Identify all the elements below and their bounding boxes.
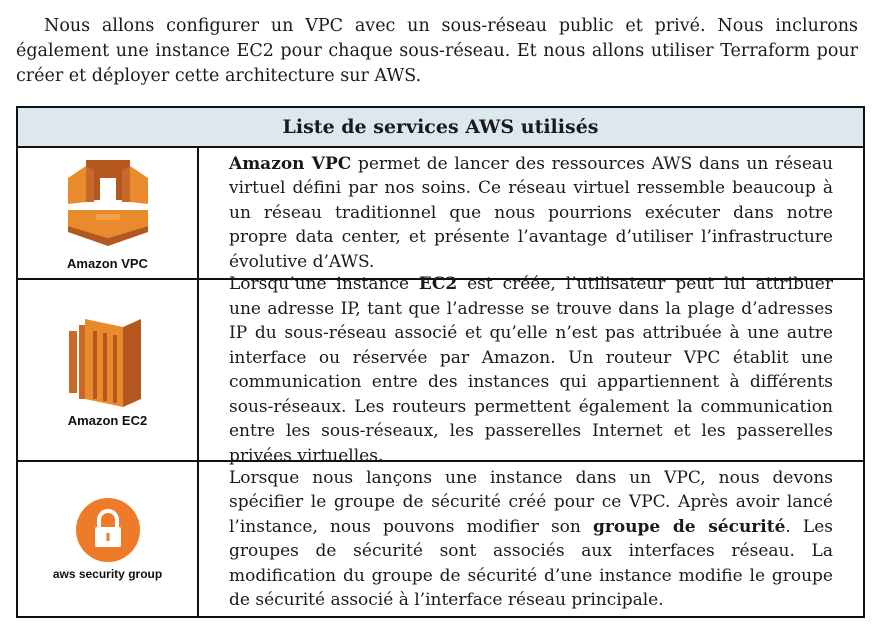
table-row-ec2-icon-cell: Amazon EC2 <box>18 280 199 462</box>
ec2-bold-term: EC2 <box>418 274 458 294</box>
sg-desc-before: Lorsque nous lançons une instance dans u… <box>229 467 833 537</box>
table-row-sg-icon-cell: aws security group <box>18 462 199 616</box>
table-row-vpc-desc-cell: Amazon VPC permet de lancer des ressourc… <box>199 148 863 280</box>
table-row-vpc-icon-cell: Amazon VPC <box>18 148 199 280</box>
ec2-desc-after: est créée, l’utilisateur peut lui attrib… <box>229 274 833 466</box>
icon-label-vpc: Amazon VPC <box>67 255 148 271</box>
table-row-ec2-desc-cell: Lorsqu’une instance EC2 est créée, l’uti… <box>199 274 863 466</box>
lock-icon <box>75 498 140 562</box>
amazon-ec2-icon <box>68 318 141 407</box>
vpc-bold-term: Amazon VPC <box>229 153 352 174</box>
icon-label-security-group: aws security group <box>52 567 163 581</box>
intro-paragraph: Nous allons configurer un VPC avec un so… <box>16 16 858 86</box>
sg-bold-term: groupe de sécurité <box>593 516 786 537</box>
icon-label-ec2: Amazon EC2 <box>67 412 148 428</box>
sg-desc-after: . Les groupes de sécurité sont associés … <box>229 516 834 611</box>
ec2-description: Lorsqu’une instance EC2 est créée, l’uti… <box>229 272 833 468</box>
aws-services-table: Liste de services AWS utilisés Amazon VP… <box>16 106 865 618</box>
vpc-description: Amazon VPC permet de lancer des ressourc… <box>229 152 833 275</box>
amazon-vpc-icon <box>67 159 148 246</box>
vpc-desc-text: permet de lancer des ressources AWS dans… <box>229 153 834 272</box>
sg-description: Lorsque nous lançons une instance dans u… <box>229 466 833 613</box>
table-header: Liste de services AWS utilisés <box>18 108 863 148</box>
table-row-sg-desc-cell: Lorsque nous lançons une instance dans u… <box>199 462 863 616</box>
ec2-desc-before: Lorsqu’une instance <box>229 274 419 294</box>
